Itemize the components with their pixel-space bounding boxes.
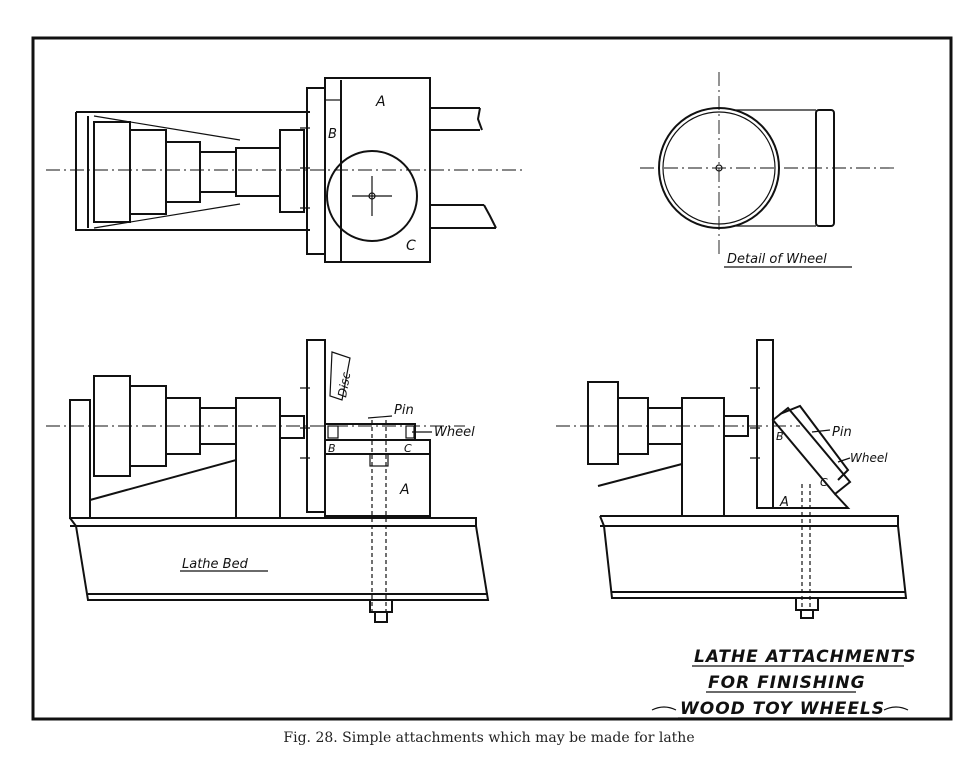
label-pin-center: Pin — [394, 403, 414, 418]
wheel-detail — [640, 72, 895, 256]
label-b-center: B — [328, 442, 336, 455]
label-pin-right: Pin — [832, 425, 852, 440]
title-line-1: LATHE ATTACHMENTS — [694, 647, 916, 667]
title-line-2: FOR FINISHING — [708, 673, 866, 693]
label-b-top: B — [328, 127, 337, 142]
label-a-top: A — [375, 94, 386, 110]
title-block: LATHE ATTACHMENTS FOR FINISHING WOOD TOY… — [651, 647, 916, 719]
title-line-3: WOOD TOY WHEELS — [680, 699, 885, 719]
label-wheel-center: Wheel — [434, 425, 475, 440]
angled-elevation — [556, 339, 908, 619]
plan-view — [46, 77, 525, 263]
label-a-right: A — [779, 495, 789, 510]
side-elevation — [46, 339, 490, 623]
label-detail-of-wheel: Detail of Wheel — [727, 252, 827, 267]
label-b-right: B — [776, 430, 784, 443]
figure-caption: Fig. 28. Simple attachments which may be… — [283, 730, 695, 746]
drawing-border — [31, 36, 953, 721]
label-a-center: A — [399, 482, 410, 498]
label-c-right: C — [820, 476, 828, 489]
label-c-center: C — [404, 442, 412, 455]
label-disc: Disc — [335, 371, 353, 399]
label-wheel-right: Wheel — [850, 451, 888, 465]
label-lathe-bed: Lathe Bed — [182, 557, 249, 572]
label-c-top: C — [406, 238, 416, 254]
